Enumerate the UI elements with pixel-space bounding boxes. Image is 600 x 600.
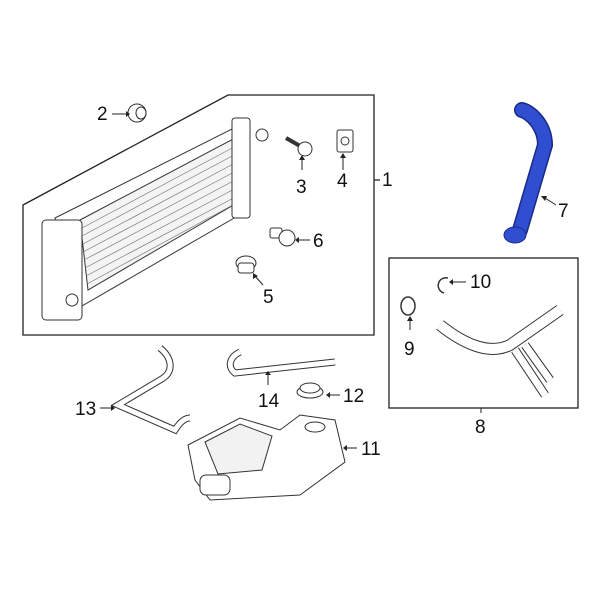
radiator[interactable] bbox=[41, 117, 269, 321]
lower-insulator-part-5[interactable] bbox=[235, 255, 257, 274]
upper-hose-part-7[interactable] bbox=[503, 102, 554, 244]
callout-14: 14 bbox=[258, 391, 280, 412]
callout-8: 8 bbox=[475, 417, 486, 438]
vent-hose-part-14[interactable] bbox=[226, 348, 336, 377]
callout-12: 12 bbox=[343, 386, 365, 407]
callout-11: 11 bbox=[361, 439, 381, 460]
reservoir-cap-part-12[interactable] bbox=[296, 382, 324, 399]
callout-6: 6 bbox=[313, 231, 324, 252]
callout-4: 4 bbox=[337, 171, 348, 192]
hose-assembly-frame bbox=[388, 257, 579, 409]
callout-7: 7 bbox=[558, 201, 569, 222]
clip-nut-part-4[interactable] bbox=[336, 129, 354, 153]
callout-2: 2 bbox=[97, 104, 108, 125]
clip-part-10[interactable] bbox=[437, 276, 449, 294]
bracket-pin-part-6[interactable] bbox=[269, 227, 296, 247]
callout-10: 10 bbox=[470, 272, 492, 293]
overflow-hose-part-13[interactable] bbox=[110, 345, 191, 435]
bolt-part-3[interactable] bbox=[285, 136, 313, 157]
callout-1: 1 bbox=[382, 170, 393, 191]
callout-5: 5 bbox=[263, 287, 274, 308]
hose-assembly-part-8[interactable] bbox=[436, 305, 564, 398]
callout-3: 3 bbox=[296, 177, 307, 198]
insulator-part-2[interactable] bbox=[127, 103, 147, 123]
o-ring-part-9[interactable] bbox=[400, 296, 416, 316]
callout-13: 13 bbox=[75, 399, 97, 420]
reservoir-part-11[interactable] bbox=[187, 414, 346, 501]
callout-9: 9 bbox=[404, 339, 415, 360]
radiator-group-frame bbox=[22, 94, 375, 336]
